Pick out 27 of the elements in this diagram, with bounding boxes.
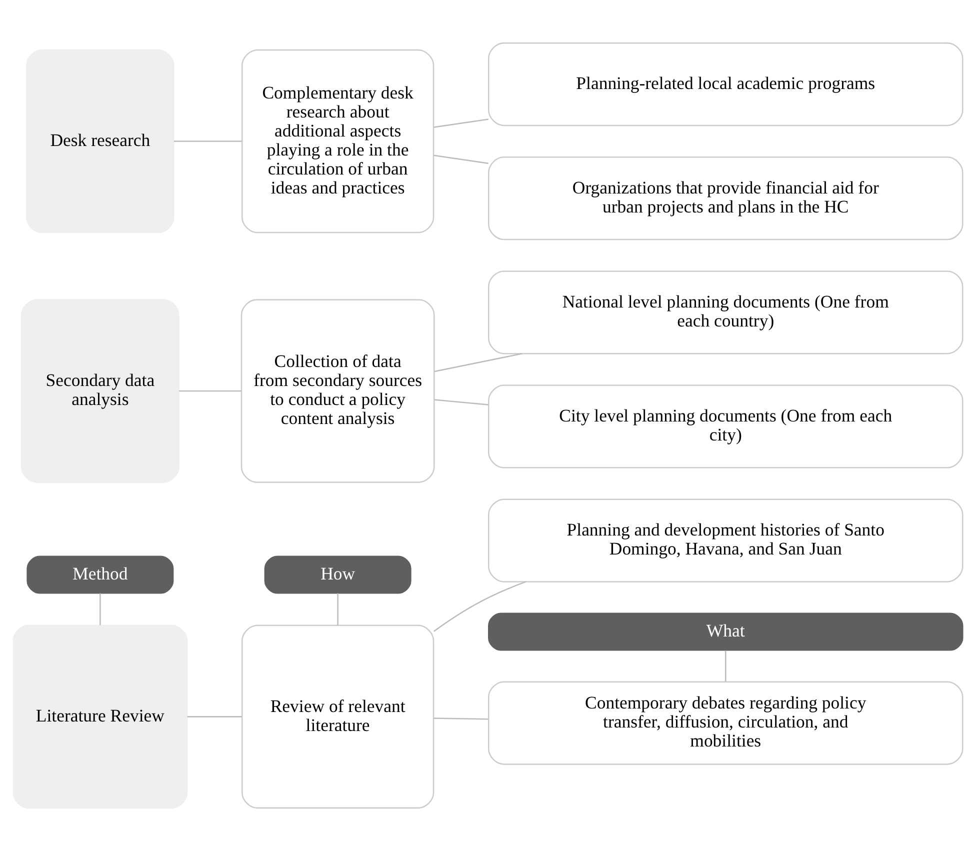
connector — [434, 399, 488, 406]
connector — [187, 716, 242, 718]
node-box: Review of relevant literature — [242, 624, 434, 809]
node-box: City level planning documents (One from each city) — [488, 384, 964, 468]
node-box: Method — [26, 556, 174, 594]
node-box: Planning and development histories of Santo Domingo, Havana, and San Juan — [488, 498, 964, 582]
connector — [434, 718, 488, 720]
node-box: Contemporary debates regarding policy transfer, diffusion, circulation, and mobilities — [488, 681, 964, 765]
connector — [725, 650, 726, 682]
node-box: Collection of data from secondary sources to conduct a policy content analysis — [240, 299, 435, 483]
connector — [434, 353, 522, 372]
node-box: Literature Review — [12, 624, 188, 809]
connector — [174, 140, 242, 142]
connector — [337, 593, 338, 626]
connector — [434, 581, 526, 632]
node-box: Secondary data analysis — [20, 299, 180, 483]
node-box: What — [488, 612, 964, 651]
connector — [434, 118, 488, 128]
connector — [179, 390, 242, 392]
node-box: Organizations that provide financial aid for urban projects and plans in the HC — [488, 156, 964, 240]
connector — [100, 593, 101, 626]
node-box: National level planning documents (One from each country) — [488, 270, 964, 354]
node-box: Desk research — [26, 49, 174, 234]
node-box: How — [264, 556, 412, 594]
connector — [434, 154, 488, 164]
node-box: Complementary desk research about additional aspects playing a role in the circulation of urban ideas and practices — [242, 49, 434, 234]
node-box: Planning-related local academic programs — [488, 42, 964, 126]
